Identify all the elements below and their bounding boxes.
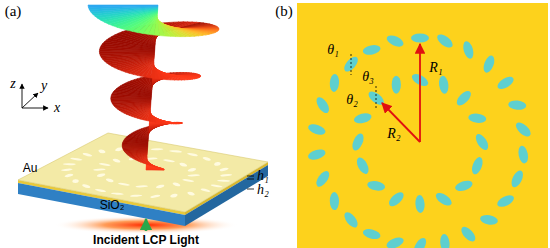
gold-surface — [18, 133, 268, 212]
vortex-beam — [88, 5, 219, 170]
radius-arrows — [382, 44, 420, 142]
material-label: SiO₂ — [100, 199, 125, 211]
radius-label: R₂ — [387, 127, 400, 141]
radius-label: R₁ — [429, 61, 442, 75]
incident-beam — [54, 216, 238, 234]
panel-label: (a) — [5, 4, 22, 19]
angle-label: θ₂ — [346, 93, 358, 107]
angle-label: θ₁ — [327, 43, 339, 57]
thickness-label: h₁ — [257, 169, 269, 183]
thickness-tick — [247, 179, 254, 180]
material-label: Au — [23, 162, 38, 174]
axis-label: z — [10, 77, 15, 91]
thickness-label: h₂ — [257, 183, 269, 197]
axis-label: x — [54, 101, 60, 115]
nanohole-array — [307, 32, 533, 248]
incident-arrow — [145, 219, 148, 231]
axis-label: y — [41, 79, 47, 93]
angle-label: θ₃ — [362, 70, 374, 84]
nanohole-array — [30, 137, 262, 208]
beam-label: Incident LCP Light — [93, 234, 199, 246]
gold-film — [297, 3, 548, 248]
thickness-tick — [247, 176, 254, 177]
panel-label: (b) — [275, 4, 293, 19]
thickness-tick — [247, 189, 254, 190]
